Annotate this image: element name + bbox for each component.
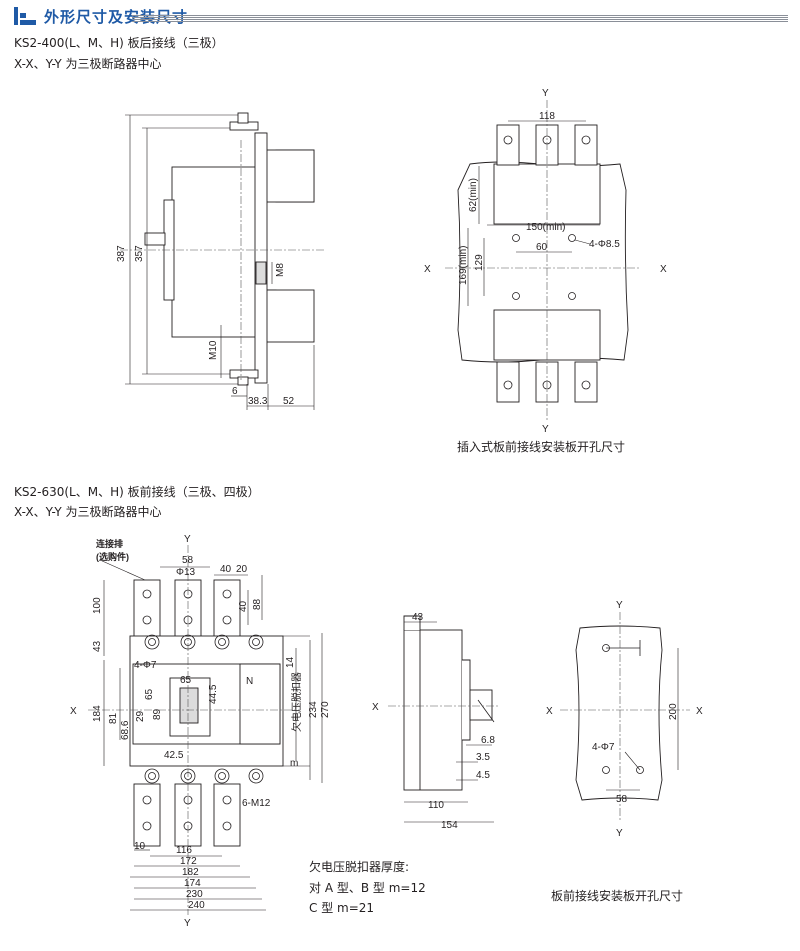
section-header: 外形尺寸及安装尺寸 bbox=[14, 4, 788, 28]
dim-m8: M8 bbox=[275, 263, 286, 277]
dim-58-panel: 58 bbox=[616, 794, 628, 805]
dim-phi-13: Φ13 bbox=[176, 567, 196, 578]
hole-4-phi-7-panel: 4-Φ7 bbox=[592, 742, 615, 753]
note-type-ab: 对 A 型、B 型 m=12 bbox=[309, 881, 426, 895]
dim-230: 230 bbox=[186, 889, 203, 900]
dim-240: 240 bbox=[188, 900, 205, 911]
ks2-630-side-view bbox=[388, 615, 498, 823]
dim-m: m bbox=[290, 758, 298, 769]
y-label-top-2: Y bbox=[184, 534, 191, 545]
dim-184: 184 bbox=[92, 705, 103, 722]
dim-29: 29 bbox=[135, 710, 146, 722]
dim-150-min: 150(min) bbox=[526, 222, 565, 233]
dim-43-side: 43 bbox=[412, 612, 424, 623]
x-label-side-2: X bbox=[372, 702, 379, 713]
dim-118: 118 bbox=[539, 111, 555, 122]
dim-68-6: 68.6 bbox=[120, 720, 131, 740]
dim-38-3: 38.3 bbox=[248, 396, 268, 407]
x-label-left-2: X bbox=[70, 706, 77, 717]
caption-panel-630: 板前接线安装板开孔尺寸 bbox=[551, 889, 684, 903]
ks2-630-panel-cutout bbox=[560, 612, 690, 820]
dim-20: 20 bbox=[236, 564, 248, 575]
dim-4-5: 4.5 bbox=[476, 770, 490, 781]
dim-234: 234 bbox=[308, 701, 319, 718]
x-label-right-1: X bbox=[660, 264, 667, 275]
hole-4-phi-8-5: 4-Φ8.5 bbox=[589, 239, 620, 250]
dim-42-5: 42.5 bbox=[164, 750, 184, 761]
dim-65-vertical: 65 bbox=[144, 688, 155, 700]
dim-62-min: 62(min) bbox=[468, 178, 479, 212]
dim-169-min: 169(min) bbox=[458, 246, 469, 285]
dim-174: 174 bbox=[184, 878, 201, 889]
ks2-400-panel-cutout bbox=[445, 100, 640, 420]
dim-52: 52 bbox=[283, 396, 295, 407]
section2-subtitle: X-X、Y-Y 为三极断路器中心 bbox=[14, 505, 162, 519]
dim-100: 100 bbox=[92, 597, 103, 614]
dim-10: 10 bbox=[134, 841, 146, 852]
dim-14: 14 bbox=[285, 656, 296, 668]
dim-88: 88 bbox=[252, 598, 263, 610]
dim-110: 110 bbox=[428, 800, 444, 811]
dim-3-5: 3.5 bbox=[476, 752, 490, 763]
note-type-c: C 型 m=21 bbox=[309, 901, 375, 915]
dim-43: 43 bbox=[92, 640, 103, 652]
dim-m10: M10 bbox=[208, 340, 219, 360]
dim-81: 81 bbox=[108, 712, 119, 724]
ks2-630-front-view: N bbox=[88, 545, 323, 915]
note-title: 欠电压脱扣器厚度: bbox=[309, 860, 410, 874]
y-label-bottom-2: Y bbox=[184, 918, 191, 929]
section2-title: KS2-630(L、M、H) 板前接线（三极、四极） bbox=[14, 485, 260, 499]
dim-89: 89 bbox=[152, 708, 163, 720]
dim-58-top: 58 bbox=[182, 555, 194, 566]
dim-60: 60 bbox=[536, 242, 548, 253]
dim-387: 387 bbox=[116, 245, 127, 262]
section1-title: KS2-400(L、M、H) 板后接线（三极） bbox=[14, 36, 224, 50]
connector-label: 连接排 bbox=[96, 538, 123, 549]
undervoltage-release-label: 欠电压脱扣器 bbox=[290, 672, 303, 732]
y-label-bottom-1: Y bbox=[542, 424, 549, 435]
dim-44-5: 44.5 bbox=[208, 684, 219, 704]
section1-subtitle: X-X、Y-Y 为三极断路器中心 bbox=[14, 57, 162, 71]
header-rule bbox=[132, 15, 788, 22]
dim-270: 270 bbox=[320, 701, 331, 718]
dim-40-top: 40 bbox=[220, 564, 232, 575]
dim-116: 116 bbox=[176, 845, 192, 856]
dim-129: 129 bbox=[474, 254, 485, 271]
y-label-top-3: Y bbox=[616, 600, 623, 611]
dim-65-horizontal: 65 bbox=[180, 675, 192, 686]
dim-172: 172 bbox=[180, 856, 197, 867]
y-label-top-1: Y bbox=[542, 88, 549, 99]
ks2-400-side-view bbox=[120, 112, 325, 410]
neutral-pole-n: N bbox=[246, 676, 253, 687]
x-label-left-3: X bbox=[546, 706, 553, 717]
header-bars-icon bbox=[14, 7, 36, 25]
connector-note: (选购件) bbox=[96, 551, 129, 562]
dim-6-8: 6.8 bbox=[481, 735, 495, 746]
dim-182: 182 bbox=[182, 867, 199, 878]
x-label-left-1: X bbox=[424, 264, 431, 275]
dim-357: 357 bbox=[134, 245, 145, 262]
dim-154: 154 bbox=[441, 820, 458, 831]
x-label-right-3: X bbox=[696, 706, 703, 717]
caption-panel-400: 插入式板前接线安装板开孔尺寸 bbox=[457, 440, 626, 454]
y-label-bottom-3: Y bbox=[616, 828, 623, 839]
dim-6: 6 bbox=[232, 386, 238, 397]
thread-6-m12: 6-M12 bbox=[242, 798, 271, 809]
dim-40-side: 40 bbox=[238, 600, 249, 612]
hole-4-phi-7-front: 4-Φ7 bbox=[134, 660, 157, 671]
dim-200: 200 bbox=[668, 703, 679, 720]
